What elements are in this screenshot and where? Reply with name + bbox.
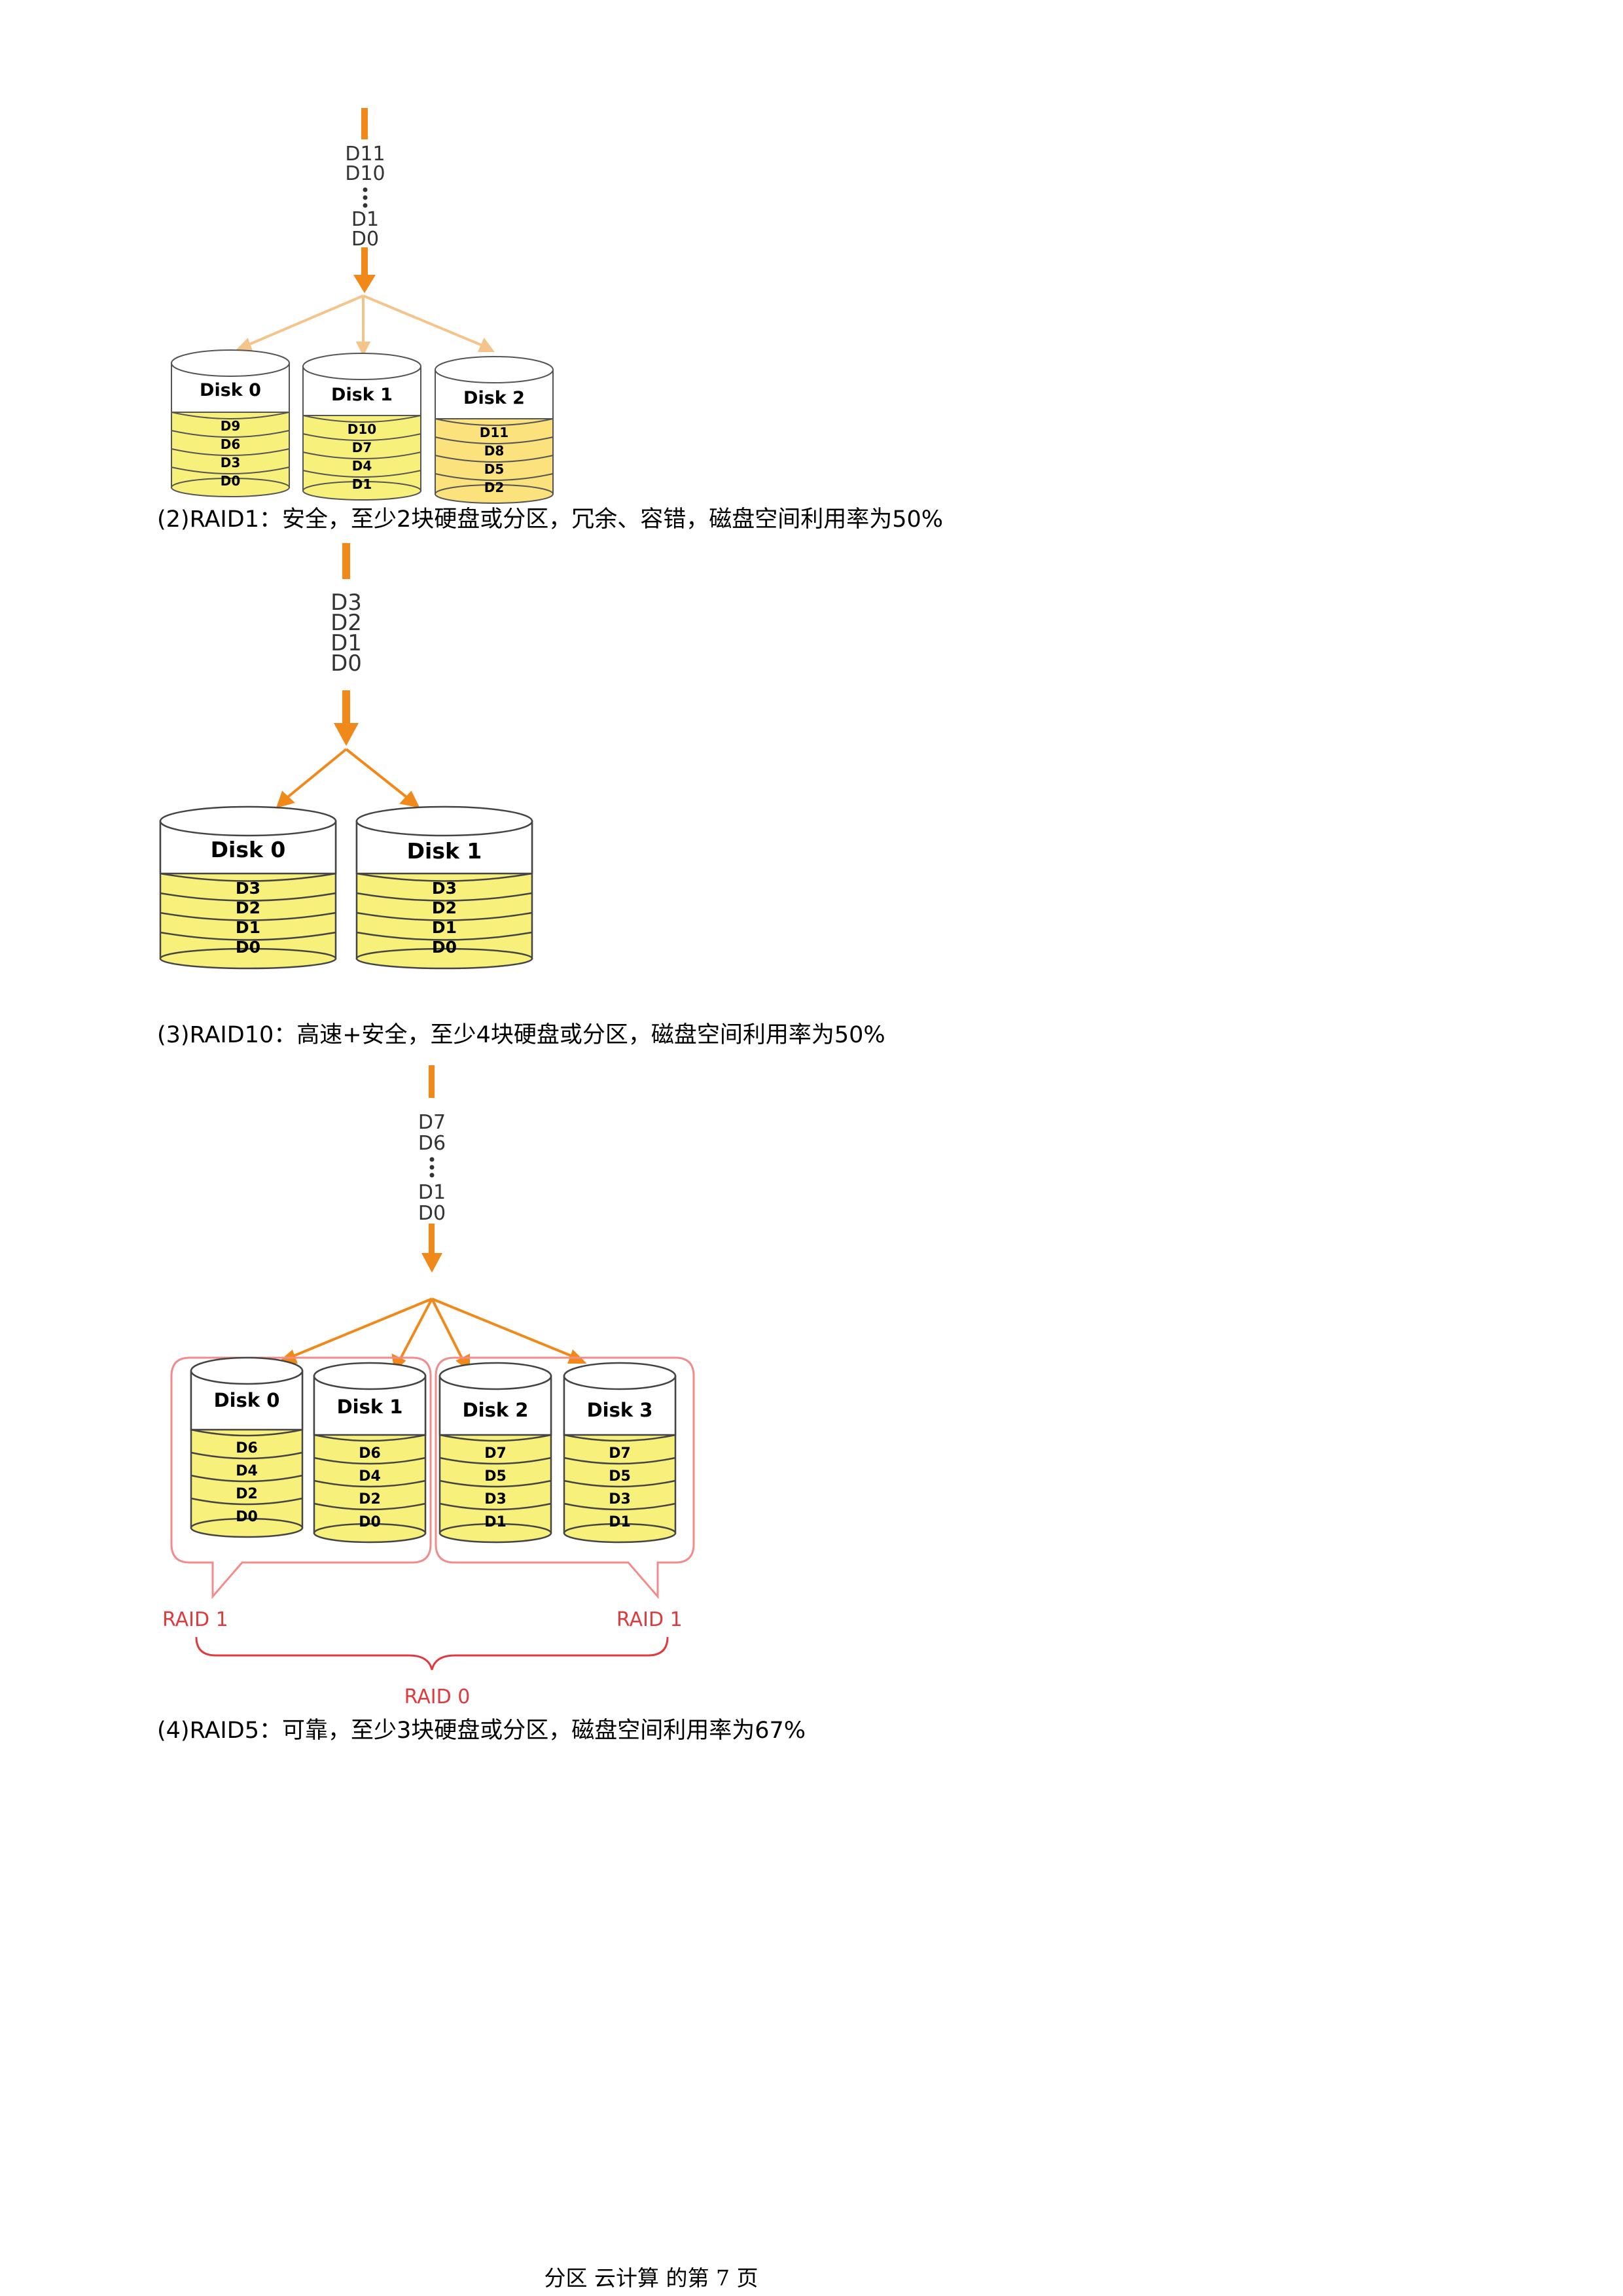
paragraph-raid1: (2)RAID1：安全，至少2块硬盘或分区，冗余、容错，磁盘空间利用率为50% [157, 506, 944, 533]
disk-3: Disk 3 D7 D5 D3 D1 [563, 1362, 677, 1544]
block-label: D0 [359, 1514, 381, 1530]
block-label: D5 [484, 1468, 507, 1485]
stream-arrow-shaft [361, 108, 368, 139]
stream-arrow-shaft [361, 247, 368, 279]
block-label: D1 [484, 1514, 507, 1530]
block-label: D6 [236, 1440, 258, 1457]
block-label: D3 [221, 455, 241, 470]
stream-arrow-head [353, 275, 376, 293]
block-label: D6 [221, 436, 241, 452]
block-label: D6 [359, 1445, 381, 1462]
block-label: D9 [221, 418, 241, 434]
stream-label: D6 [418, 1132, 446, 1155]
stream-label: D1 [351, 208, 379, 231]
disk-2: Disk 2 D11 D8 D5 D2 [435, 356, 554, 504]
block-label: D4 [352, 458, 372, 474]
raid1-group-left [170, 1356, 432, 1600]
block-label: D4 [236, 1463, 258, 1479]
raid1-group-right [435, 1356, 695, 1600]
block-label: D7 [484, 1445, 507, 1462]
data-stream-labels: D11 D10 D1 D0 [345, 143, 385, 251]
disk-label: Disk 0 [200, 380, 261, 400]
block-label: D2 [484, 480, 505, 495]
disk-1: Disk 1 D3 D2 D1 D0 [355, 805, 533, 970]
disk-label: Disk 0 [211, 837, 286, 862]
paragraph-raid10: (3)RAID10：高速+安全，至少4块硬盘或分区，磁盘空间利用率为50% [157, 1022, 885, 1048]
disk-label: Disk 1 [331, 385, 393, 405]
disk-label: Disk 1 [337, 1396, 403, 1418]
stream-arrow-shaft [342, 543, 350, 579]
stream-label: D1 [330, 630, 362, 656]
disk-label: Disk 2 [463, 388, 525, 408]
disk-1: Disk 1 D6 D4 D2 D0 [313, 1362, 427, 1544]
block-label: D1 [236, 918, 260, 937]
block-label: D3 [484, 1491, 507, 1508]
page-footer: 分区 云计算 的第 7 页 [544, 2265, 758, 2291]
block-label: D2 [359, 1491, 381, 1508]
ellipsis-dots [429, 1157, 435, 1178]
raid1-label-left: RAID 1 [162, 1608, 228, 1631]
stream-arrow-shaft [429, 1224, 435, 1256]
ellipsis-dots [363, 187, 368, 208]
stream-arrow-head [334, 723, 359, 746]
block-label: D11 [480, 425, 508, 440]
paragraph-raid5: (4)RAID5：可靠，至少3块硬盘或分区，磁盘空间利用率为67% [157, 1718, 806, 1744]
disk-2: Disk 2 D7 D5 D3 D1 [438, 1362, 552, 1544]
block-label: D2 [432, 898, 457, 917]
disk-0: Disk 0 D6 D4 D2 D0 [190, 1356, 304, 1538]
disk-label: Disk 1 [407, 838, 482, 864]
block-label: D0 [236, 938, 260, 957]
stream-label: D10 [345, 162, 385, 185]
stream-label: D3 [330, 590, 362, 616]
stream-label: D0 [330, 650, 362, 677]
stream-arrow-head [421, 1253, 442, 1273]
disk-label: Disk 0 [214, 1389, 280, 1411]
block-label: D1 [609, 1514, 631, 1530]
block-label: D2 [236, 1486, 258, 1502]
stream-label: D1 [418, 1181, 446, 1204]
stream-arrow-shaft [429, 1065, 435, 1098]
raid1-figure: D3 D2 D1 D0 Disk 0 D3 D2 D1 D0 [159, 543, 533, 970]
block-label: D0 [432, 938, 457, 957]
disk-label: Disk 2 [463, 1399, 529, 1421]
raid0-label: RAID 0 [404, 1686, 471, 1708]
disk-0: Disk 0 D9 D6 D3 D0 [171, 349, 290, 497]
branch-arrows [276, 748, 420, 808]
data-stream-labels: D3 D2 D1 D0 [330, 590, 362, 677]
block-label: D7 [609, 1445, 631, 1462]
block-label: D1 [352, 476, 372, 492]
block-label: D8 [484, 443, 505, 459]
raid0-figure: D11 D10 D1 D0 Disk 0 D9 D6 D3 D0 [171, 108, 554, 504]
stream-label: D0 [351, 228, 379, 251]
block-label: D7 [352, 440, 372, 455]
block-label: D4 [359, 1468, 381, 1485]
block-label: D2 [236, 898, 260, 917]
stream-label: D0 [418, 1202, 446, 1225]
block-label: D10 [348, 421, 376, 437]
block-label: D0 [221, 473, 241, 489]
disk-1: Disk 1 D10 D7 D4 D1 [302, 353, 421, 501]
block-label: D1 [432, 918, 457, 937]
block-label: D3 [236, 879, 260, 898]
stream-label: D11 [345, 143, 385, 166]
block-label: D5 [609, 1468, 631, 1485]
block-label: D3 [432, 879, 457, 898]
block-label: D3 [609, 1491, 631, 1508]
stream-label: D2 [330, 610, 362, 636]
disk-label: Disk 3 [587, 1399, 653, 1421]
raid0-brace [195, 1636, 669, 1670]
block-label: D0 [236, 1509, 258, 1525]
raid1-label-right: RAID 1 [616, 1608, 683, 1631]
block-label: D5 [484, 461, 505, 477]
raid10-figure: D7 D6 D1 D0 Disk 0 D6 D4 D2 D0 [162, 1065, 695, 1708]
stream-label: D7 [418, 1111, 446, 1134]
data-stream-labels: D7 D6 D1 D0 [418, 1111, 446, 1225]
disk-0: Disk 0 D3 D2 D1 D0 [159, 805, 337, 970]
stream-arrow-shaft [342, 690, 350, 726]
